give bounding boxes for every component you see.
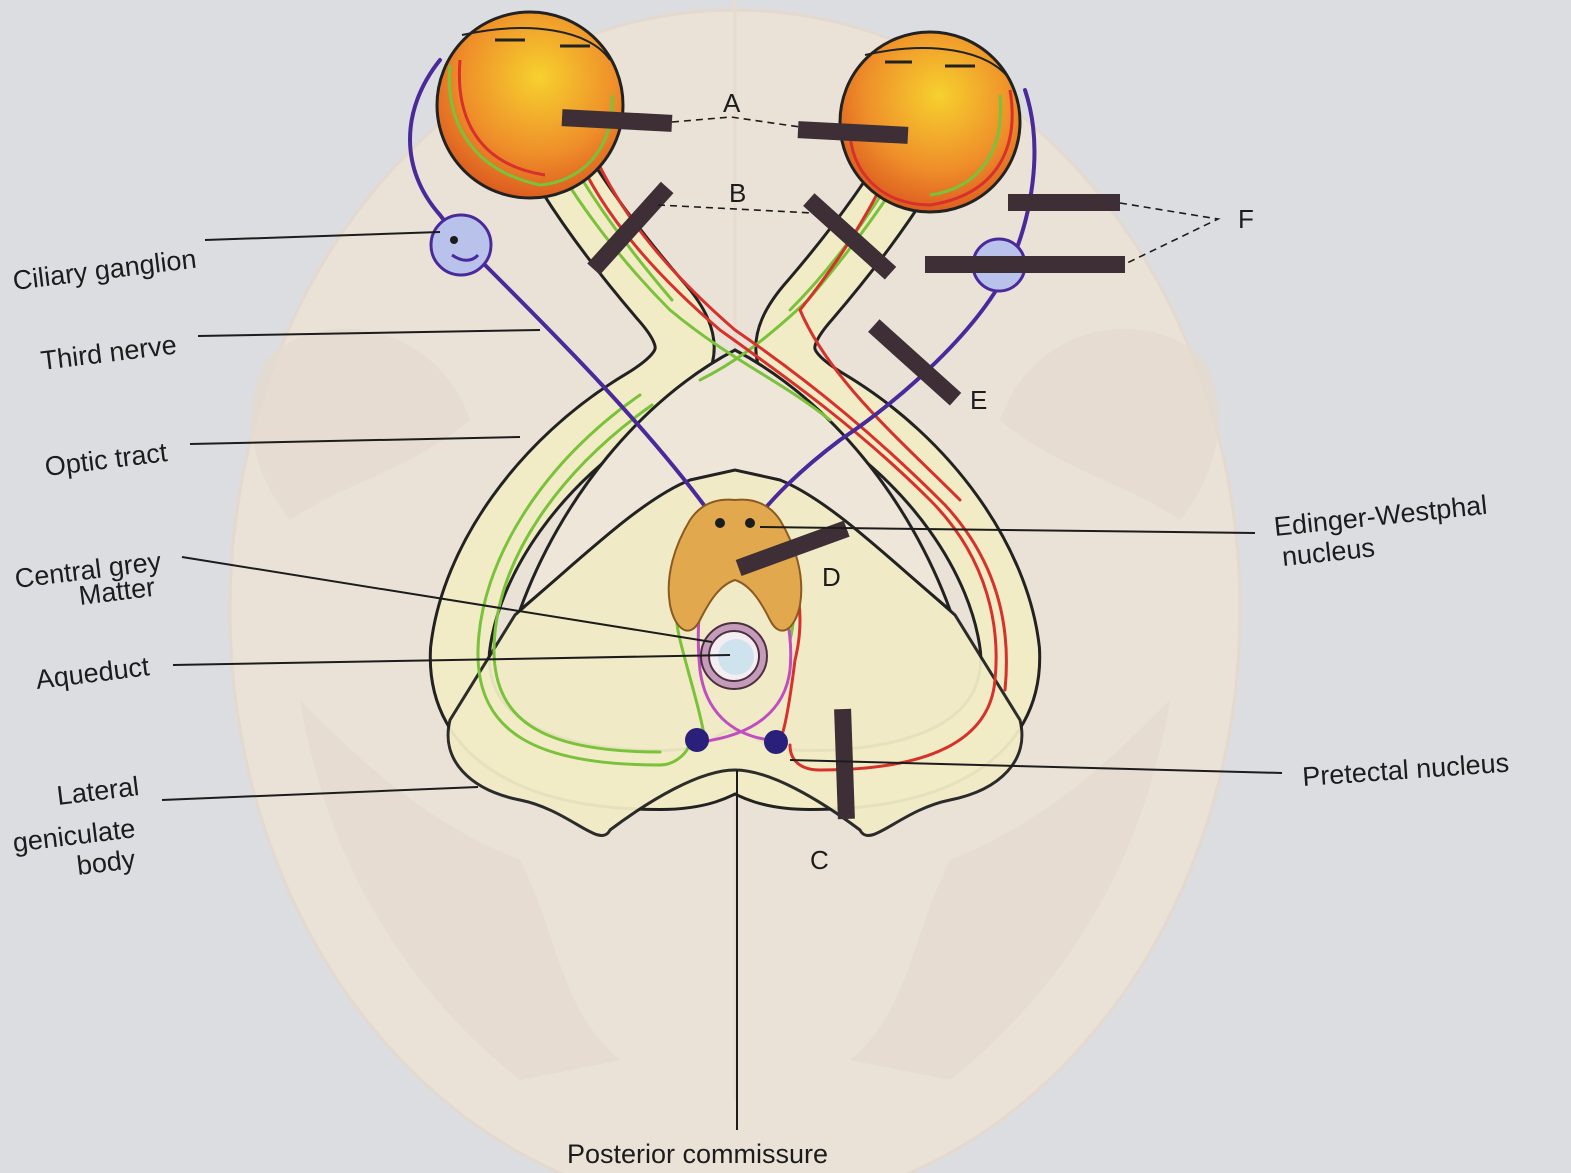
pretectal-nucleus-left — [685, 728, 709, 752]
label-body: body — [75, 844, 137, 881]
lesion-f-upper — [1008, 194, 1120, 211]
label-lateral: Lateral — [55, 771, 141, 811]
label-aqueduct: Aqueduct — [34, 651, 151, 695]
lesion-label-b: B — [729, 178, 746, 208]
lesion-f-lower — [925, 256, 1125, 273]
left-eyeball — [437, 12, 623, 198]
edinger-westphal-dot-left — [715, 518, 725, 528]
lesion-label-a: A — [723, 88, 741, 118]
label-edinger-westphal: Edinger-Westphal — [1272, 490, 1488, 542]
label-pretectal-nucleus: Pretectal nucleus — [1301, 748, 1510, 792]
left-ciliary-ganglion — [431, 215, 491, 275]
right-eyeball — [840, 32, 1020, 212]
edinger-westphal-dot-right — [745, 518, 755, 528]
label-third-nerve: Third nerve — [39, 330, 178, 376]
label-optic-tract: Optic tract — [43, 437, 169, 482]
label-ciliary-ganglion: Ciliary ganglion — [11, 244, 198, 296]
lesion-label-f: F — [1238, 204, 1254, 234]
lesion-label-c: C — [810, 845, 829, 875]
lesion-label-d: D — [822, 562, 841, 592]
lesion-label-e: E — [970, 385, 987, 415]
label-posterior-commissure: Posterior commissure — [567, 1139, 828, 1169]
pretectal-nucleus-right — [764, 730, 788, 754]
